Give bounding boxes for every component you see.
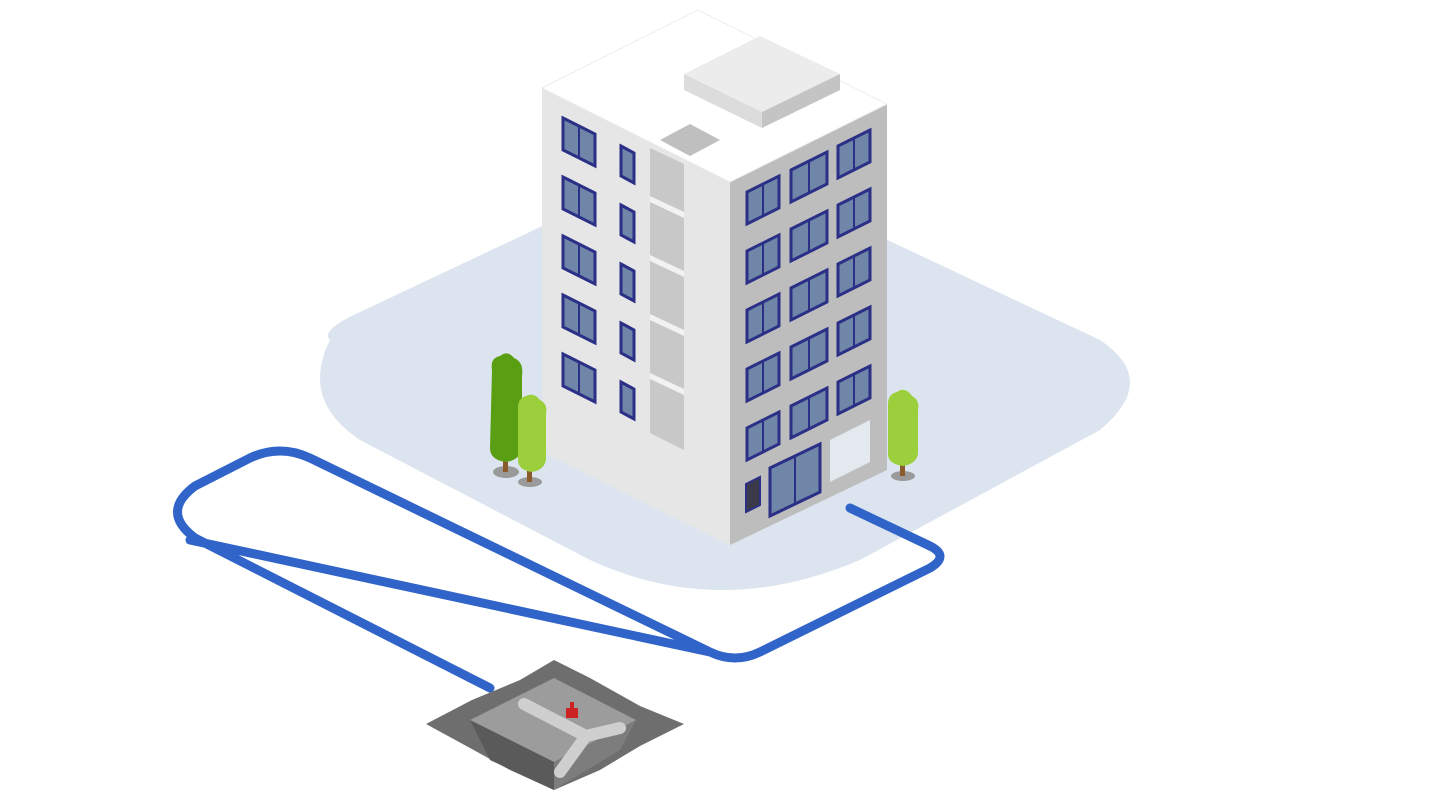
roof-structure-side — [762, 74, 840, 128]
tree-icon — [518, 394, 547, 487]
side-window-mullions — [762, 138, 855, 452]
side-door — [745, 475, 761, 514]
light-well — [660, 124, 720, 156]
apartment-building — [540, 9, 889, 545]
roof-structure-front — [684, 74, 762, 128]
pipe-icon — [518, 698, 626, 778]
water-pipeline — [173, 446, 945, 693]
pipe-valve-icon — [566, 702, 578, 718]
tree-icon — [490, 353, 523, 478]
entrance-canopy — [830, 420, 870, 482]
tree-icon — [888, 389, 919, 481]
balcony-slabs — [650, 196, 684, 395]
balcony-recess — [650, 148, 684, 450]
